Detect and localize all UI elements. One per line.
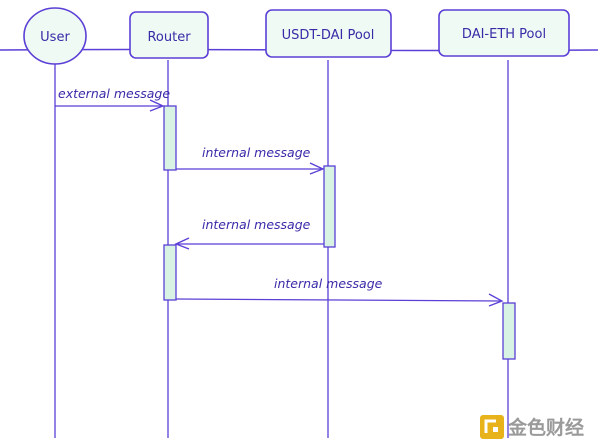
message-internal-2: internal message	[174, 217, 324, 250]
actor-user: User	[23, 7, 87, 65]
message-label: internal message	[202, 145, 311, 160]
message-internal-1: internal message	[176, 145, 325, 175]
actor-dai-eth-pool: DAI-ETH Pool	[438, 9, 570, 57]
message-external: external message	[55, 86, 170, 112]
watermark: 金色财经	[480, 415, 584, 439]
message-internal-3: internal message	[175, 276, 504, 307]
actor-dai-eth-pool-label: DAI-ETH Pool	[462, 27, 546, 42]
message-label: internal message	[274, 276, 383, 291]
message-label: external message	[58, 86, 170, 101]
message-label: internal message	[202, 217, 311, 232]
router-activation-1	[163, 105, 177, 171]
dai-eth-pool-activation	[502, 302, 516, 360]
actor-usdt-dai-pool-label: USDT-DAI Pool	[282, 28, 375, 43]
watermark-text: 金色财经	[507, 416, 584, 439]
golden-finance-logo-icon	[480, 415, 504, 439]
actor-user-label: User	[40, 30, 70, 45]
usdt-dai-pool-activation	[323, 165, 336, 248]
actor-router: Router	[129, 11, 209, 59]
actor-router-label: Router	[147, 30, 191, 45]
actor-usdt-dai-pool: USDT-DAI Pool	[265, 9, 392, 58]
router-activation-2	[163, 244, 177, 301]
